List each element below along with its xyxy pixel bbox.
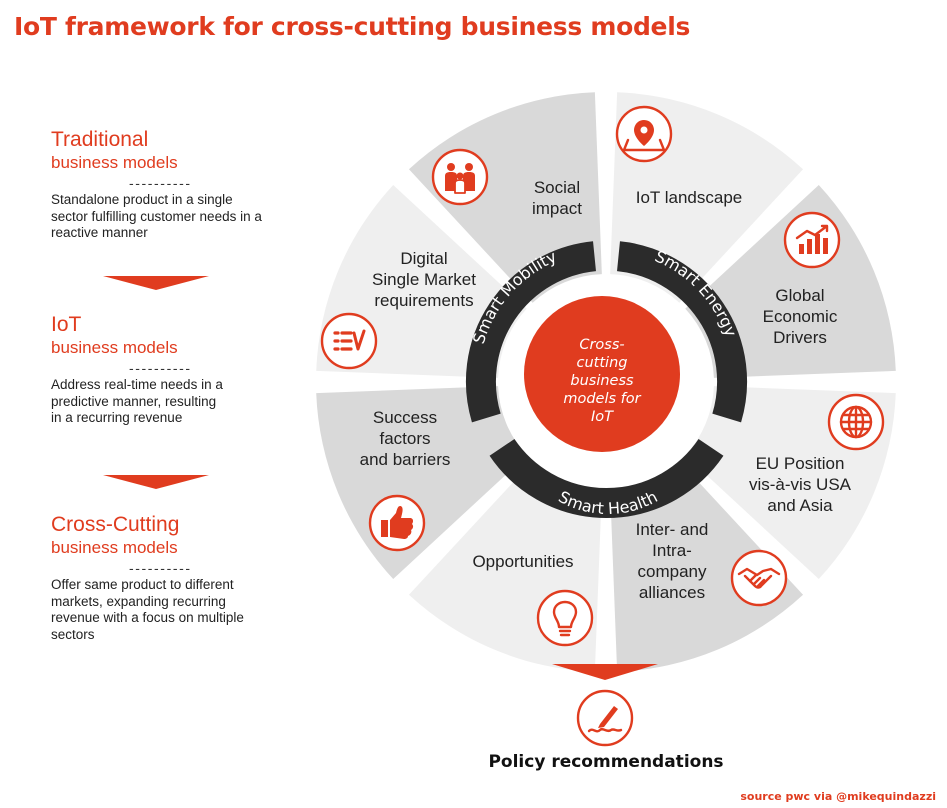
down-arrow-icon bbox=[103, 475, 209, 489]
model-description: Offer same product to different markets,… bbox=[51, 577, 244, 642]
map-pin-icon bbox=[615, 105, 673, 163]
model-subheading: business models bbox=[51, 338, 178, 357]
model-subheading: business models bbox=[51, 153, 178, 172]
model-heading: IoT bbox=[51, 313, 82, 336]
segment-label-social-impact: Social impact bbox=[531, 178, 583, 218]
page-title: IoT framework for cross-cutting business… bbox=[14, 12, 691, 41]
segment-label-eu-position: EU Position vis-à-vis USA and Asia bbox=[748, 454, 852, 515]
segment-label-digital-single-market: Digital Single Market requirements bbox=[372, 249, 476, 310]
center-label: Cross- cutting business models for IoT bbox=[563, 337, 641, 425]
handshake-icon bbox=[730, 549, 788, 607]
segment-social-impact bbox=[408, 92, 602, 303]
model-divider: ---------- bbox=[129, 175, 192, 191]
people-icon bbox=[431, 148, 489, 206]
model-subheading: business models bbox=[51, 538, 178, 557]
lightbulb-icon bbox=[536, 589, 594, 647]
segment-company-alliances bbox=[610, 461, 804, 672]
model-heading: Traditional bbox=[51, 128, 149, 151]
segment-label-iot-landscape: IoT landscape bbox=[635, 188, 743, 207]
pen-signature-icon bbox=[576, 689, 634, 747]
checklist-icon bbox=[320, 312, 378, 370]
model-heading: Cross-Cutting bbox=[51, 513, 180, 536]
center-disc bbox=[524, 296, 680, 452]
growth-chart-icon bbox=[783, 211, 841, 269]
model-iot: IoT business models ---------- Address r… bbox=[51, 313, 316, 427]
segment-global-economic-drivers bbox=[685, 184, 896, 378]
model-divider: ---------- bbox=[129, 360, 192, 376]
globe-icon bbox=[827, 393, 885, 451]
model-description: Address real-time needs in a predictive … bbox=[51, 377, 223, 425]
down-arrow-icon bbox=[103, 276, 209, 290]
segment-label-opportunities: Opportunities bbox=[472, 552, 574, 571]
policy-recommendations-label: Policy recommendations bbox=[488, 752, 724, 772]
segment-success-factors bbox=[316, 386, 527, 580]
smart-ring bbox=[465, 241, 748, 518]
thumbs-up-icon bbox=[368, 494, 426, 552]
segment-label-success-factors: Success factors and barriers bbox=[359, 408, 451, 469]
segment-label-company-alliances: Inter- and Intra- company alliances bbox=[635, 520, 709, 602]
policy-arrow-icon bbox=[552, 664, 658, 680]
ring-band-health bbox=[489, 438, 724, 518]
source-credit: source pwc via @mikequindazzi bbox=[740, 790, 936, 803]
model-description: Standalone product in a single sector fu… bbox=[51, 192, 262, 240]
model-divider: ---------- bbox=[129, 560, 192, 576]
model-cross-cutting: Cross-Cutting business models ----------… bbox=[51, 513, 316, 643]
segment-label-global-economic-drivers: Global Economic Drivers bbox=[762, 286, 838, 347]
model-traditional: Traditional business models ---------- S… bbox=[51, 128, 316, 242]
ring-band-mobility bbox=[465, 241, 597, 423]
ring-band-energy bbox=[616, 241, 748, 423]
